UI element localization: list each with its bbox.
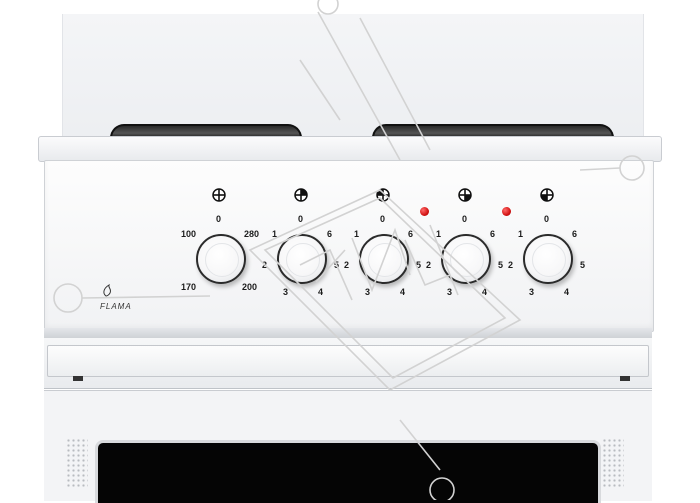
oven-knob-label-100: 100 xyxy=(181,229,197,239)
oven-knob-label-170: 170 xyxy=(181,282,197,292)
vent-holes-left xyxy=(66,438,88,488)
oven-symbol-icon xyxy=(212,188,226,202)
burner4-label-4: 4 xyxy=(564,287,570,297)
burner4-label-0: 0 xyxy=(544,214,550,224)
oven-thermostat-knob[interactable] xyxy=(196,234,246,284)
burner1-label-4: 4 xyxy=(318,287,324,297)
oven-door-handle[interactable] xyxy=(47,345,649,377)
vent-holes-right xyxy=(602,438,624,488)
burner-knob-2[interactable] xyxy=(359,234,409,284)
control-panel-bottom xyxy=(44,328,652,338)
burner3-label-5: 5 xyxy=(498,260,504,270)
brand-logo: FLAMA xyxy=(100,283,132,311)
oven-knob-label-0: 0 xyxy=(216,214,222,224)
handle-mount-left xyxy=(73,376,83,381)
handle-mount-right xyxy=(620,376,630,381)
oven-knob-label-280: 280 xyxy=(244,229,260,239)
oven-window xyxy=(95,440,601,503)
burner-knob-1[interactable] xyxy=(277,234,327,284)
burner4-label-1: 1 xyxy=(518,229,524,239)
burner-symbol-icon xyxy=(376,188,390,202)
burner-knob-3[interactable] xyxy=(441,234,491,284)
burner2-label-4: 4 xyxy=(400,287,406,297)
burner3-label-6: 6 xyxy=(490,229,496,239)
burner4-label-5: 5 xyxy=(580,260,586,270)
burner1-label-3: 3 xyxy=(283,287,289,297)
burner4-label-6: 6 xyxy=(572,229,578,239)
burner3-label-1: 1 xyxy=(436,229,442,239)
burner3-label-3: 3 xyxy=(447,287,453,297)
burner3-label-2: 2 xyxy=(426,260,432,270)
brand-name: FLAMA xyxy=(100,302,132,311)
burner1-label-2: 2 xyxy=(262,260,268,270)
burner1-label-6: 6 xyxy=(327,229,333,239)
burner-knob-4[interactable] xyxy=(523,234,573,284)
burner3-label-0: 0 xyxy=(462,214,468,224)
burner3-label-4: 4 xyxy=(482,287,488,297)
burner4-label-2: 2 xyxy=(508,260,514,270)
burner-symbol-icon xyxy=(458,188,472,202)
flame-icon xyxy=(103,283,112,297)
burner-symbol-icon xyxy=(540,188,554,202)
burner2-label-6: 6 xyxy=(408,229,414,239)
burner2-label-5: 5 xyxy=(416,260,422,270)
burner1-label-1: 1 xyxy=(272,229,278,239)
power-indicator-light xyxy=(420,207,429,216)
burner1-label-0: 0 xyxy=(298,214,304,224)
heating-indicator-light xyxy=(502,207,511,216)
burner2-label-1: 1 xyxy=(354,229,360,239)
oven-knob-label-200: 200 xyxy=(242,282,258,292)
burner2-label-3: 3 xyxy=(365,287,371,297)
cooktop-edge xyxy=(38,136,662,162)
burner1-label-5: 5 xyxy=(334,260,340,270)
burner-symbol-icon xyxy=(294,188,308,202)
burner4-label-3: 3 xyxy=(529,287,535,297)
burner2-label-2: 2 xyxy=(344,260,350,270)
burner2-label-0: 0 xyxy=(380,214,386,224)
